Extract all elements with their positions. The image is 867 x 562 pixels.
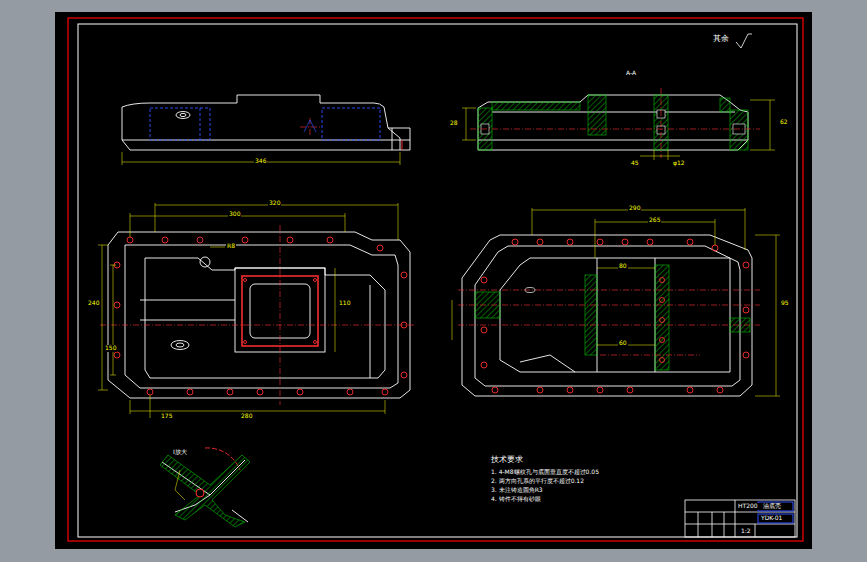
dimension: 175 — [160, 413, 173, 420]
dimension: 240 — [87, 300, 100, 307]
dimension: R8 — [226, 243, 236, 250]
note-text: 其余 — [712, 35, 730, 44]
title-cell: 油底壳 — [762, 503, 782, 510]
title-cell: HT200 — [737, 503, 759, 510]
dimension: 62 — [779, 119, 789, 126]
dimension: 95 — [780, 300, 790, 307]
dimension: 60 — [618, 340, 628, 347]
dimension: 346 — [254, 158, 267, 165]
note-text: 3. 未注铸造圆角R3 — [490, 487, 544, 494]
dimension: 320 — [268, 200, 281, 207]
view-label: I放大 — [172, 449, 188, 456]
dimension: 265 — [648, 217, 661, 224]
dimension: 110 — [338, 300, 351, 307]
note-text: 1. 4-M8螺纹孔与底面垂直度不超过0.05 — [490, 469, 600, 476]
dimension: 300 — [228, 211, 241, 218]
dimension: 45 — [630, 160, 640, 167]
note-text: 2. 两方向孔系的平行度不超过0.12 — [490, 478, 585, 485]
dimension: 80 — [618, 263, 628, 270]
title-cell: 1:2 — [740, 528, 752, 535]
dimension: 280 — [240, 413, 253, 420]
dimension: 290 — [628, 205, 641, 212]
note-text: 4. 铸件不得有砂眼 — [490, 496, 542, 503]
dimension: φ12 — [672, 160, 686, 167]
dimension: 28 — [449, 120, 459, 127]
note-heading: 技术要求 — [490, 456, 524, 465]
title-cell: YDK-01 — [760, 515, 783, 522]
section-label: A-A — [625, 70, 637, 77]
dimension: 150 — [104, 345, 117, 352]
